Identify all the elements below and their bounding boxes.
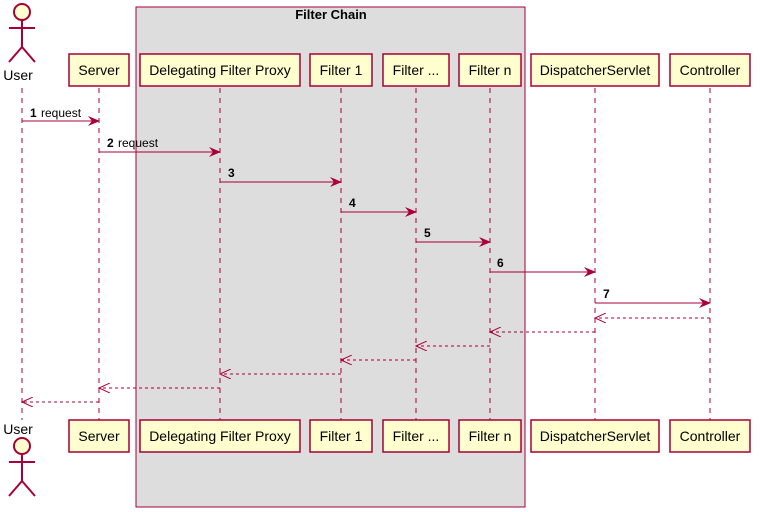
participant-label: Server [78, 62, 120, 78]
message-4: 4 [341, 196, 417, 217]
participant-label: Controller [680, 62, 741, 78]
participant-filter1-top: Filter 1 [309, 53, 373, 87]
participant-label: Filter n [469, 62, 512, 78]
message-3: 3 [220, 166, 342, 187]
actor-head [13, 437, 31, 455]
participant-server-bottom: Server [68, 419, 130, 453]
participants-top: Server Delegating Filter Proxy Filter 1 … [68, 53, 751, 87]
participant-filtern-top: Filter n [458, 53, 522, 87]
message-6: 6 [490, 256, 596, 277]
message-2: 2 request [99, 136, 221, 157]
participant-label: DispatcherServlet [540, 428, 651, 444]
message-number: 3 [228, 166, 235, 180]
actor-head [13, 3, 31, 21]
participant-filtern-bottom: Filter n [458, 419, 522, 453]
message-number: 5 [424, 226, 431, 240]
actor-user-label-bottom: User [3, 421, 33, 437]
participants-bottom: Server Delegating Filter Proxy Filter 1 … [68, 419, 751, 453]
participant-label: Delegating Filter Proxy [149, 428, 291, 444]
participant-label: Filter n [469, 428, 512, 444]
participant-label: Server [78, 428, 120, 444]
participant-filter1-bottom: Filter 1 [309, 419, 373, 453]
message-number: 6 [497, 256, 504, 270]
participant-label: DispatcherServlet [540, 62, 651, 78]
participant-filterdots-top: Filter ... [382, 53, 450, 87]
filter-chain-group-title: Filter Chain [295, 7, 367, 22]
message-number: 2 [107, 136, 114, 150]
message-1: 1 request [22, 106, 100, 126]
participant-dispatcher-top: DispatcherServlet [530, 53, 660, 87]
participant-label: Filter 1 [320, 62, 363, 78]
message-text: request [41, 106, 82, 120]
participant-dfp-top: Delegating Filter Proxy [139, 53, 301, 87]
participant-dfp-bottom: Delegating Filter Proxy [139, 419, 301, 453]
actor-user-top [8, 3, 36, 63]
participant-server-top: Server [68, 53, 130, 87]
message-7: 7 [595, 287, 711, 308]
participant-label: Controller [680, 428, 741, 444]
participant-label: Delegating Filter Proxy [149, 62, 291, 78]
messages: 1 request 2 request 3 4 5 6 7 [22, 106, 711, 402]
message-number: 7 [603, 287, 610, 301]
participant-label: Filter ... [393, 428, 440, 444]
participant-filterdots-bottom: Filter ... [382, 419, 450, 453]
message-number: 4 [349, 196, 356, 210]
actor-user-label-top: User [3, 67, 33, 83]
participant-label: Filter ... [393, 62, 440, 78]
message-number: 1 [30, 106, 37, 120]
message-text: request [118, 136, 159, 150]
participant-dispatcher-bottom: DispatcherServlet [530, 419, 660, 453]
participant-controller-top: Controller [669, 53, 751, 87]
message-5: 5 [416, 226, 491, 247]
participant-label: Filter 1 [320, 428, 363, 444]
participant-controller-bottom: Controller [669, 419, 751, 453]
actor-user-bottom [8, 437, 36, 497]
